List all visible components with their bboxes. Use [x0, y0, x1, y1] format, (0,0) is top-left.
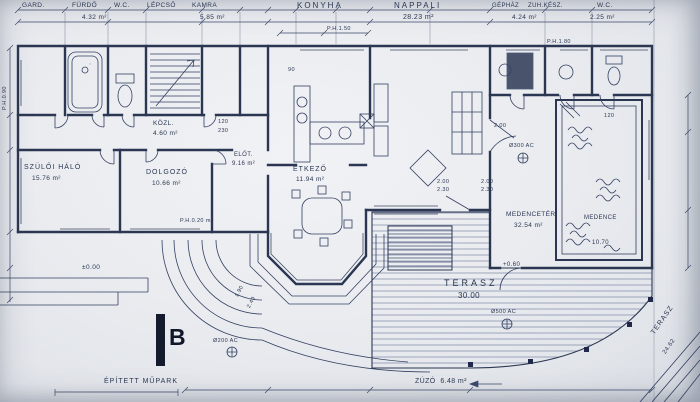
note-label: ÉPÍTETT MŰPARK [104, 378, 179, 385]
room-label-terasz: TERASZ [444, 278, 498, 288]
room-label-terasz-2: TERASZ [650, 304, 676, 337]
terrace-decking [371, 211, 653, 369]
dim-label: 2.00 [481, 179, 494, 185]
dim-label: 120 [604, 113, 615, 119]
level-label: +0.60 [503, 262, 521, 268]
dimension-lines [6, 6, 692, 396]
area-label: 4.24 m² [512, 14, 537, 21]
area-label: 5.85 m² [200, 14, 225, 21]
level-label: ±0.00 [82, 264, 101, 271]
parapet-label: P.H.0.90 [2, 86, 8, 110]
room-label-zuh: ZUH.KÉSZ. [528, 3, 563, 9]
area-label: 24.62 [662, 338, 677, 356]
dim-label: 1.90 [234, 284, 246, 299]
area-label: 4.32 m² [82, 14, 107, 21]
pipe-label: Ø300 AC [509, 143, 535, 149]
room-label-szuloi-halo: SZÜLŐI HÁLÓ [24, 164, 82, 171]
note-label: ZÚZÓ 6.48 m² [415, 378, 467, 385]
dim-label: 90 [288, 67, 295, 73]
room-label-medenceter: MEDENCETÉR [506, 211, 556, 218]
dim-label: 230 [218, 128, 229, 134]
area-label: 32.54 m² [514, 222, 543, 229]
room-label-wc2: W.C. [597, 2, 613, 9]
room-label-konyha: KONYHA [297, 1, 343, 10]
furniture-fixtures [0, 51, 700, 402]
dim-label: 2.30 [481, 187, 494, 193]
dim-label: 2.49 [246, 295, 258, 310]
dim-label: 2.00 [437, 179, 450, 185]
room-label-medence: MEDENCE [584, 215, 617, 221]
area-label: 4.60 m² [153, 130, 178, 137]
room-label-gard: GARD. [22, 2, 45, 9]
room-label-etkezo: ÉTKEZŐ [293, 166, 328, 173]
area-label: 15.76 m² [32, 175, 61, 182]
dim-label: 2.30 [437, 187, 450, 193]
room-label-lepcso: LÉPCSŐ [147, 2, 176, 9]
area-label: 11.94 m² [296, 176, 325, 183]
room-label-nappali: NAPPALI [394, 1, 442, 10]
dim-label: 120 [218, 119, 229, 125]
windows [20, 49, 650, 281]
parapet-label: P.H.1.80 [547, 39, 571, 45]
parapet-label: P.H.1.50 [327, 26, 351, 32]
area-label: 30.00 [458, 291, 481, 300]
room-label-wc1: W.C. [114, 2, 130, 9]
area-label: 10.66 m² [152, 180, 181, 187]
pipe-label: Ø500 AC [491, 309, 517, 315]
room-label-dolgozo: DOLGOZÓ [146, 169, 189, 176]
pipe-label: Ø200 AC [213, 338, 239, 344]
section-marker-bar [156, 314, 165, 366]
room-label-furdo: FÜRDŐ [72, 2, 98, 9]
room-label-kozl: KÖZL. [153, 120, 174, 127]
walls [16, 44, 654, 286]
area-label: 2.25 m² [590, 14, 615, 21]
area-label: 28.23 m² [403, 14, 434, 21]
parapet-label: P.H.0.20 m [180, 218, 211, 224]
room-label-gephaz: GÉPHÁZ [492, 3, 520, 9]
room-label-eloter: ELŐT. [234, 152, 253, 158]
dim-label: 2.00 [494, 123, 507, 129]
area-label: 9.16 m² [232, 161, 256, 167]
room-label-kamra: KAMRA [192, 2, 218, 9]
section-marker-label: B [169, 324, 186, 350]
dim-label: 10.70 [592, 240, 610, 246]
